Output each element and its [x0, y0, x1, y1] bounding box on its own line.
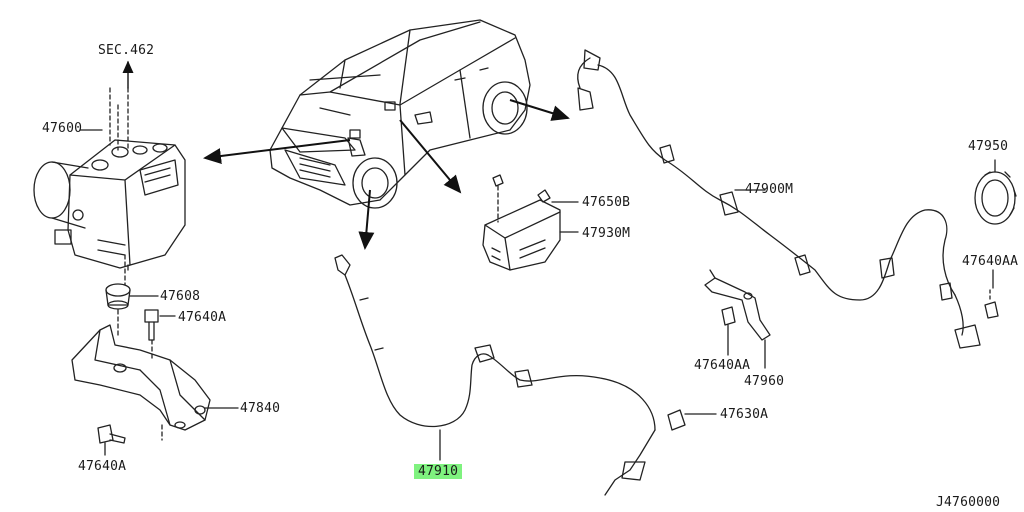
arrow-to-yaw-sensor	[399, 119, 462, 194]
bracket-47960-illustration	[704, 269, 771, 369]
label-47640aa-right: 47640AA	[962, 254, 1019, 269]
label-47930m: 47930M	[582, 226, 631, 241]
label-sec462: SEC.462	[98, 43, 155, 58]
bolt-47640a-bottom-illustration	[97, 424, 126, 456]
vehicle-illustration	[269, 19, 531, 209]
label-47650b: 47650B	[582, 195, 631, 210]
label-47640aa-mid: 47640AA	[694, 358, 751, 373]
sensor-rotor-47950-illustration	[974, 159, 1017, 225]
grommet-47608-illustration	[105, 283, 159, 336]
label-47608: 47608	[160, 289, 201, 304]
label-47600: 47600	[42, 121, 83, 136]
label-47630a: 47630A	[720, 407, 769, 422]
label-47640a-bottom: 47640A	[78, 459, 127, 474]
location-arrows	[203, 99, 570, 250]
diagram-code: J4760000	[936, 495, 1001, 510]
yaw-sensor-47930m-illustration	[482, 174, 579, 271]
label-47840: 47840	[240, 401, 281, 416]
abs-actuator-illustration	[33, 87, 186, 286]
front-sensor-harness-47910-illustration	[334, 254, 717, 496]
bracket-47840-illustration	[71, 324, 239, 441]
bolt-47640aa-right-illustration	[984, 269, 999, 319]
arrow-to-front-sensor	[358, 189, 375, 250]
rear-sensor-harness-47900m-illustration	[577, 49, 981, 349]
label-47950: 47950	[968, 139, 1009, 154]
arrow-to-rear-sensor	[509, 99, 570, 121]
label-47900m: 47900M	[745, 182, 794, 197]
label-47910-highlighted: 47910	[414, 464, 463, 479]
arrow-to-abs	[203, 139, 351, 164]
label-47960: 47960	[744, 374, 785, 389]
label-47640a-top: 47640A	[178, 310, 227, 325]
bolt-47640a-top-illustration	[144, 309, 176, 361]
